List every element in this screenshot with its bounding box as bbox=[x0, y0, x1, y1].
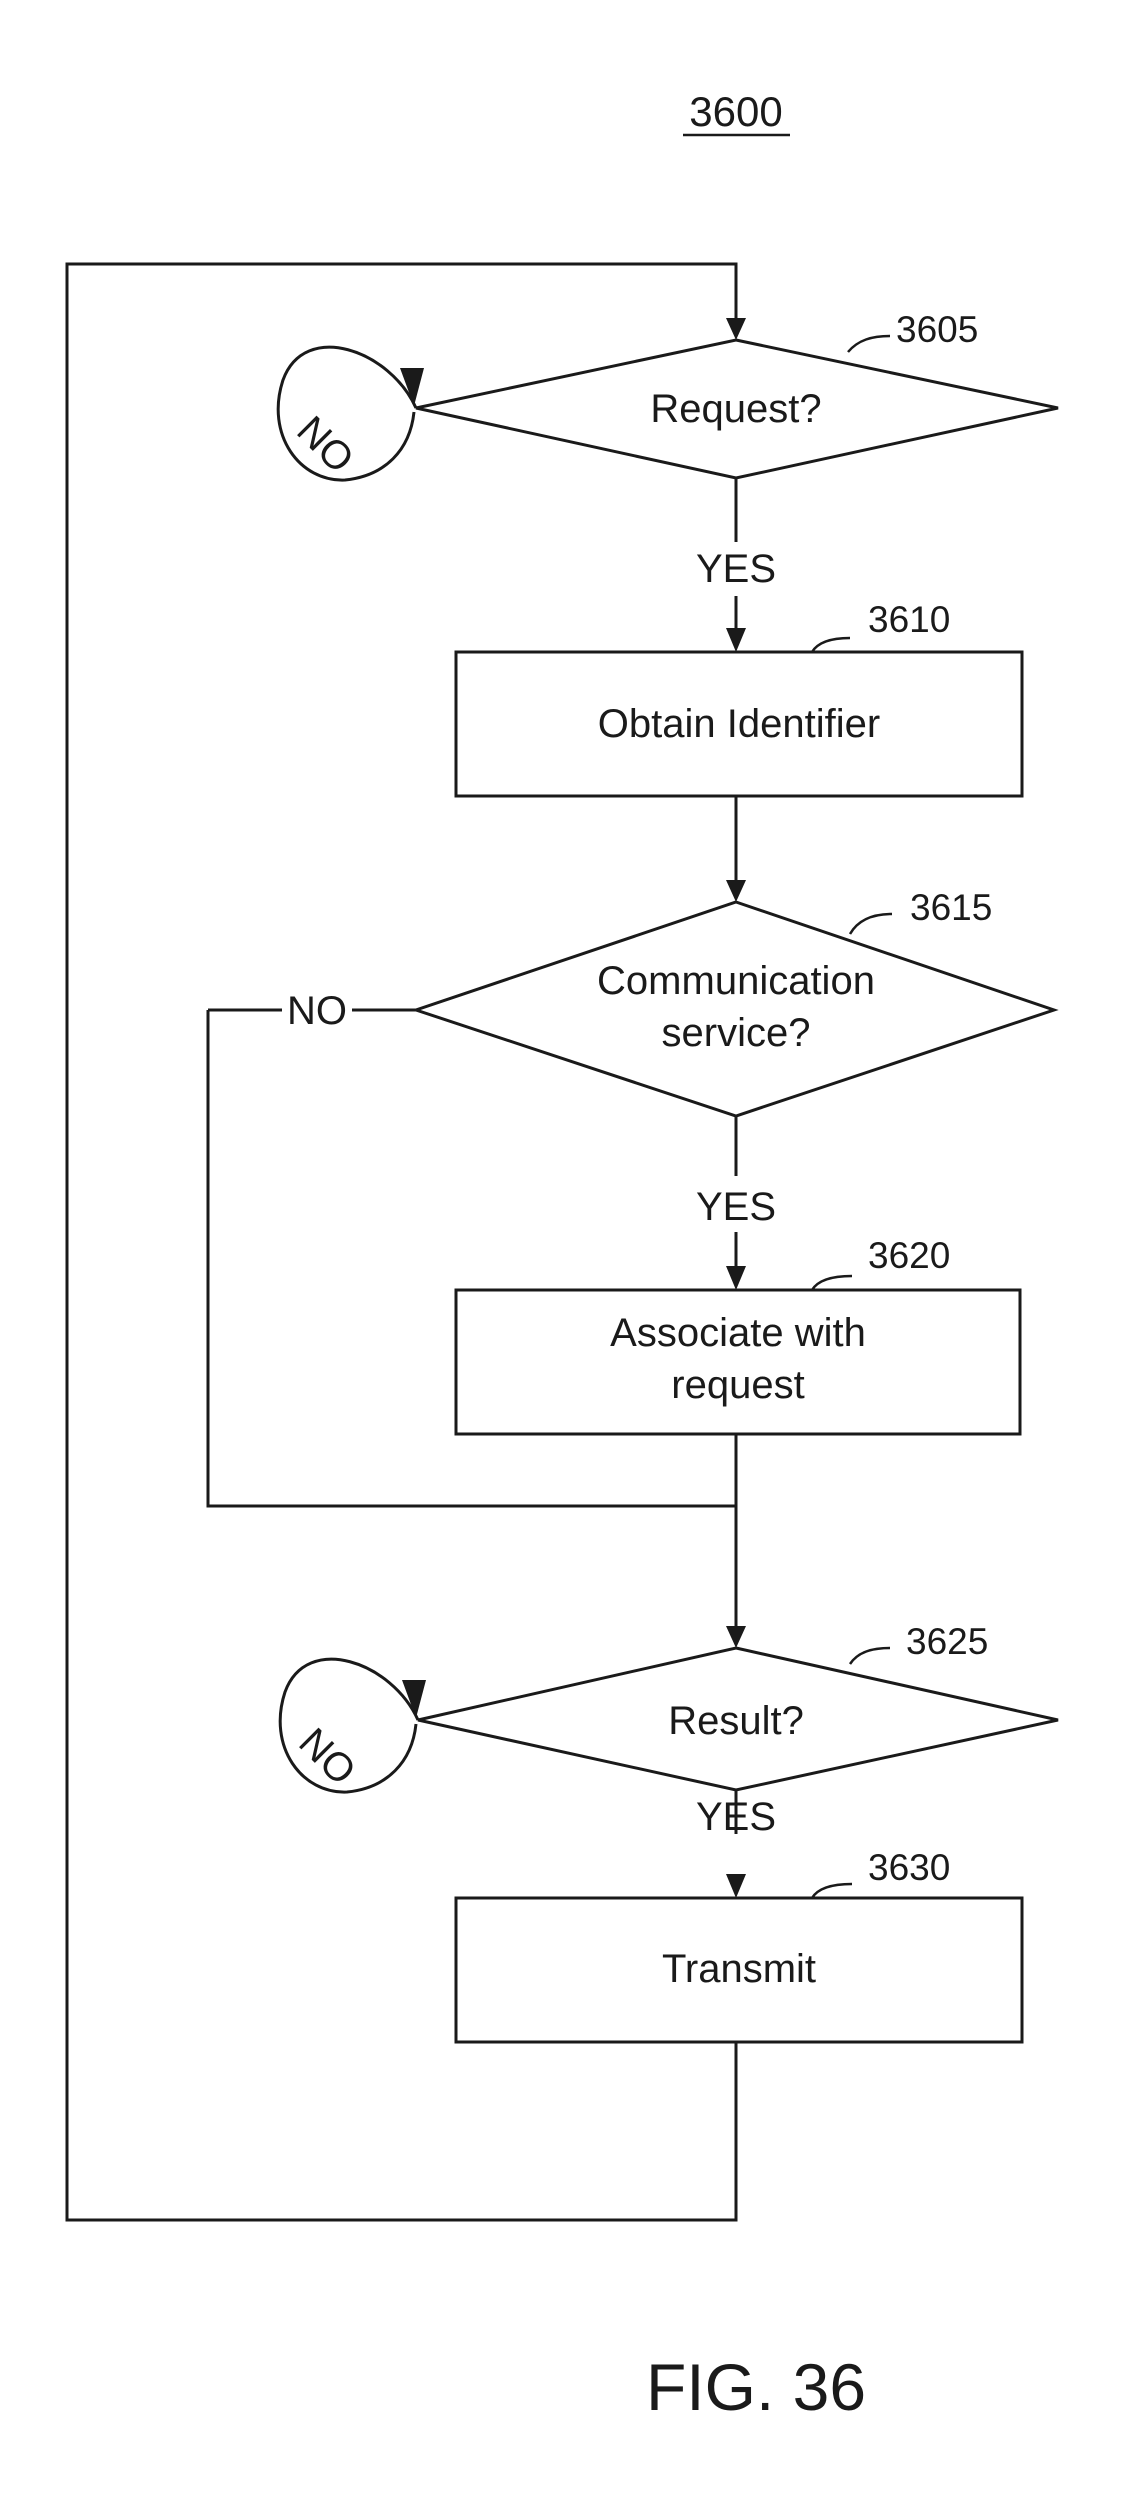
process-obtain-identifier-label: Obtain Identifier bbox=[598, 702, 880, 746]
ref-leader-3605 bbox=[848, 336, 890, 352]
ref-label-3615: 3615 bbox=[910, 887, 992, 928]
edge-3610-3615-arrowhead bbox=[726, 880, 746, 902]
ref-leader-3610 bbox=[812, 638, 850, 652]
decision-communication-service-label-1: Communication bbox=[597, 959, 875, 1003]
ref-label-3620: 3620 bbox=[868, 1235, 950, 1276]
process-associate-label-1: Associate with bbox=[610, 1311, 866, 1355]
ref-leader-3630 bbox=[812, 1884, 852, 1898]
yes-label-3625: YES bbox=[696, 1795, 776, 1839]
ref-label-3625: 3625 bbox=[906, 1621, 988, 1662]
decision-communication-service-label-2: service? bbox=[662, 1011, 811, 1055]
process-associate-with-request: Associate with request bbox=[456, 1290, 1020, 1434]
process-associate-label-2: request bbox=[671, 1363, 804, 1407]
decision-request: Request? bbox=[416, 340, 1058, 478]
return-loop-arrowhead bbox=[726, 318, 746, 340]
ref-label-3610: 3610 bbox=[868, 599, 950, 640]
edge-3620-3625-arrowhead bbox=[726, 1626, 746, 1648]
ref-leader-3620 bbox=[812, 1276, 852, 1290]
decision-request-label: Request? bbox=[650, 387, 821, 431]
ref-label-3605: 3605 bbox=[896, 309, 978, 350]
yes-label-3615: YES bbox=[696, 1185, 776, 1229]
yes-label-3605: YES bbox=[696, 547, 776, 591]
ref-leader-3615 bbox=[850, 914, 892, 934]
decision-result: Result? bbox=[418, 1648, 1058, 1790]
no-loop-3625-label: NO bbox=[290, 1720, 364, 1794]
no-label-3615: NO bbox=[287, 989, 347, 1033]
no-loop-3605-label: NO bbox=[288, 408, 362, 482]
edge-3605-3610-arrowhead bbox=[726, 628, 746, 652]
process-obtain-identifier: Obtain Identifier bbox=[456, 652, 1022, 796]
process-transmit-label: Transmit bbox=[662, 1947, 816, 1991]
process-transmit: Transmit bbox=[456, 1898, 1022, 2042]
figure-number: 3600 bbox=[689, 88, 782, 135]
ref-label-3630: 3630 bbox=[868, 1847, 950, 1888]
edge-3615-3620-arrowhead bbox=[726, 1266, 746, 1290]
edge-3625-3630-arrowhead bbox=[726, 1874, 746, 1898]
ref-leader-3625 bbox=[850, 1648, 890, 1664]
figure-caption: FIG. 36 bbox=[646, 2350, 866, 2424]
decision-communication-service: Communication service? bbox=[416, 902, 1054, 1116]
decision-result-label: Result? bbox=[668, 1699, 804, 1743]
